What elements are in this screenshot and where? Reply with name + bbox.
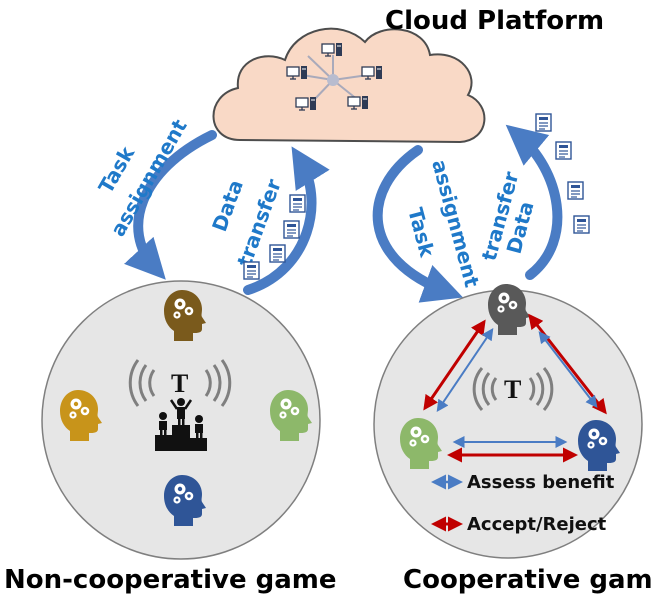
document-icon — [535, 113, 552, 132]
left-data-label-line1: Data — [207, 177, 248, 235]
noncooperative-circle — [41, 280, 321, 560]
document-icon — [283, 220, 300, 239]
assess-benefit-arrow — [436, 328, 494, 412]
cloud-platform-title: Cloud Platform — [385, 6, 605, 36]
task-symbol-right: T — [504, 375, 521, 404]
broadcast-signal-icon — [472, 367, 554, 411]
document-icon — [269, 244, 286, 263]
right-task-assignment-arrow — [372, 145, 464, 303]
podium-icon — [155, 398, 207, 451]
document-icon — [243, 261, 260, 280]
cloud-platform — [212, 27, 486, 144]
legend-assess-label: Assess benefit — [467, 472, 615, 493]
document-icon — [573, 215, 590, 234]
right-task-label-line2: assignment — [427, 157, 484, 290]
broadcast-signal-icon — [128, 359, 232, 407]
right-task-label-line1: Task — [403, 205, 439, 260]
legend-accept-label: Accept/Reject — [467, 514, 607, 535]
right-data-transfer-arrow — [505, 124, 563, 280]
network-hub-icon — [301, 55, 369, 103]
document-icon — [567, 181, 584, 200]
task-symbol-left: T — [171, 369, 188, 398]
noncooperative-game-title: Non-cooperative game — [4, 565, 337, 595]
cooperative-game-title: Cooperative game — [403, 565, 651, 595]
assess-benefit-arrow — [538, 331, 598, 408]
cloud-shape — [212, 27, 486, 144]
left-task-assignment-arrow — [124, 130, 217, 280]
left-data-transfer-arrow — [243, 146, 330, 295]
document-icon — [289, 194, 306, 213]
document-icon — [555, 141, 572, 160]
